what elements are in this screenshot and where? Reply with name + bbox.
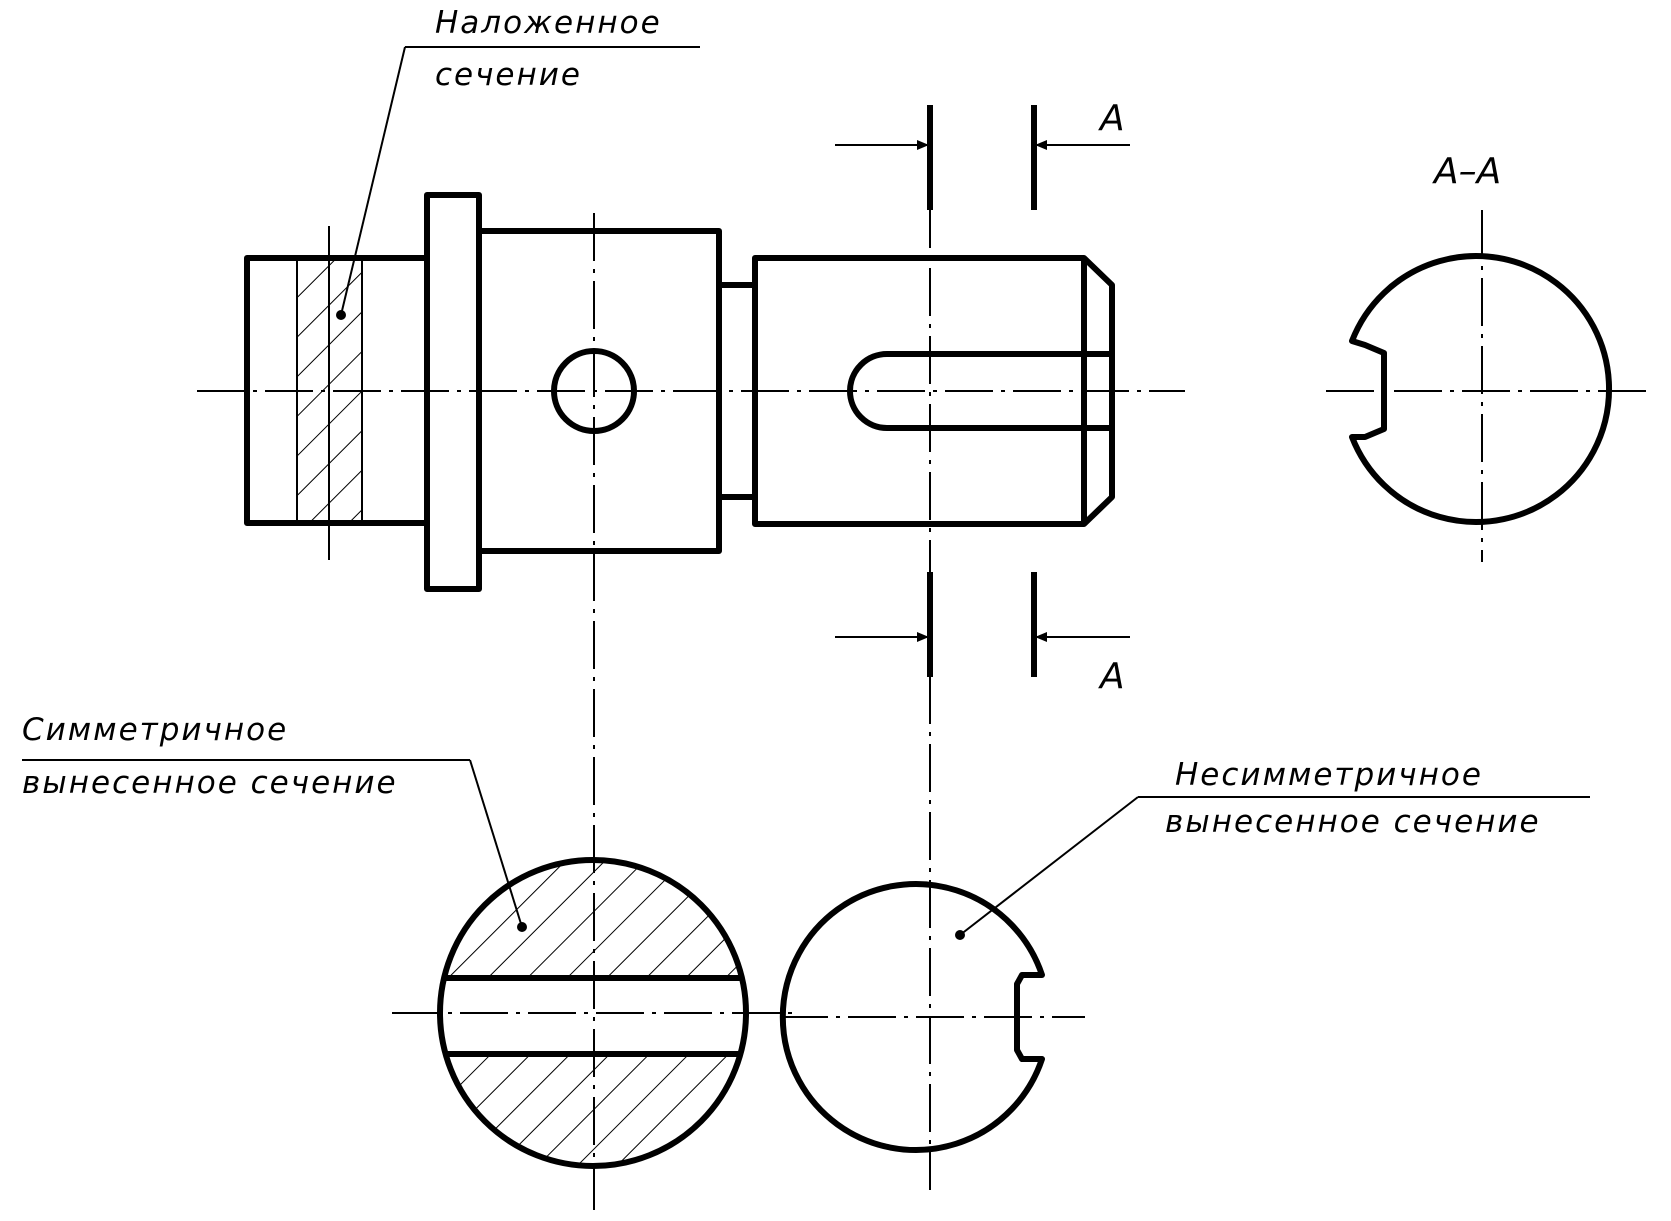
cut-letter-bottom: A	[1098, 656, 1125, 697]
shaft-main-view	[197, 192, 1185, 1210]
leaders	[22, 46, 1590, 940]
label-symmetric-line1: Симметричное	[22, 712, 288, 748]
section-a-a-outline	[1349, 253, 1612, 525]
symmetric-removed-section	[392, 857, 800, 1169]
annotation-labels: Наложенное сечение Симметричное вынесенн…	[22, 5, 1541, 840]
label-symmetric-line2: вынесенное сечение	[22, 765, 398, 801]
label-asymmetric-line1: Несимметричное	[1175, 757, 1483, 793]
section-a-a-title: A–A	[1432, 151, 1501, 192]
section-a-a: A–A	[1326, 151, 1650, 562]
label-superimposed-line2: сечение	[435, 57, 582, 93]
label-superimposed-line1: Наложенное	[435, 5, 662, 41]
asymmetric-removed-section	[779, 881, 1085, 1153]
label-asymmetric-line2: вынесенное сечение	[1165, 804, 1541, 840]
asymmetric-section-outline	[779, 881, 1045, 1153]
cut-plane-marks: A A	[835, 98, 1130, 697]
cut-letter-top: A	[1098, 98, 1125, 139]
